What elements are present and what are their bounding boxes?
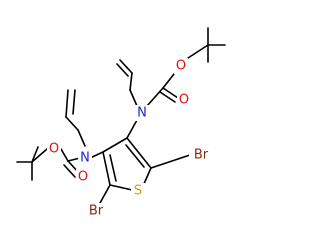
atom-labels: N N O O O O S Br — [47, 58, 213, 219]
label-background — [189, 147, 213, 163]
nitrogen-label-lower: N — [80, 151, 90, 166]
label-background — [78, 150, 92, 166]
oxygen-label-carbonyl-lower: O — [78, 170, 88, 185]
chemical-structure: N N O O O O S Br — [16, 27, 226, 219]
bond-upper-allyl-double — [116, 63, 129, 77]
oxygen-label-ester-lower: O — [49, 142, 59, 157]
label-background — [177, 92, 191, 108]
bond-lower-allyl-double — [72, 89, 76, 115]
atom-n-lower: N — [78, 150, 92, 166]
atom-n-upper: N — [135, 105, 149, 121]
bond-tbu-upper-to-oxygen — [187, 44, 209, 59]
label-background — [135, 105, 149, 121]
bond-lower-allyl-ch-ch2 — [65, 89, 69, 118]
bond-upper-n-to-ring — [126, 119, 138, 139]
bond-ring-c5-c4-inner — [109, 154, 117, 182]
bond-lower-carbonyl-double-2 — [63, 164, 76, 178]
bond-ring-s-c5 — [109, 184, 133, 191]
atom-o-ester-upper: O — [174, 58, 188, 74]
bond-c5-to-br — [99, 184, 111, 204]
bond-lower-allyl-ch2-ch — [65, 116, 79, 131]
label-background — [47, 141, 61, 157]
bonds — [16, 27, 226, 204]
bromine-label-left: Br — [89, 204, 104, 219]
bond-ring-c3-c4 — [102, 137, 128, 153]
bond-ring-c3-c2-inner — [125, 144, 145, 168]
atom-o-carbonyl-lower: O — [76, 169, 90, 185]
bond-lower-oester-to-tbu — [31, 148, 48, 163]
label-background — [174, 58, 188, 74]
label-background — [131, 183, 145, 199]
atom-s-ring: S — [131, 183, 145, 199]
atom-br-right: Br — [189, 147, 213, 163]
bond-upper-carbonyl-double-1 — [162, 87, 179, 99]
bond-upper-allyl-ch2-ch — [129, 72, 133, 91]
atom-o-ester-lower: O — [47, 141, 61, 157]
atom-br-left: Br — [84, 203, 108, 219]
bond-upper-carbonyl-double-2 — [159, 91, 176, 103]
bond-upper-carbonyl-to-nitrogen — [146, 87, 164, 107]
label-background — [84, 203, 108, 219]
oxygen-label-ester-upper: O — [176, 59, 186, 74]
bond-upper-oester-to-carbonyl — [162, 73, 175, 89]
bond-lower-n-to-allyl — [77, 129, 86, 147]
bond-upper-n-to-allyl — [129, 89, 138, 107]
nitrogen-label-upper: N — [137, 106, 147, 121]
oxygen-label-carbonyl-upper: O — [179, 93, 189, 108]
bond-ring-c3-c2 — [126, 137, 152, 169]
bond-c2-to-br — [150, 154, 191, 169]
bond-ring-c5-c4 — [102, 151, 111, 186]
bond-upper-allyl-ch-ch2 — [119, 59, 133, 74]
bond-lower-carbonyl-to-oester — [60, 148, 69, 162]
bond-ring-to-lower-n — [89, 151, 104, 159]
bond-tbu-lower-methyl-3 — [31, 146, 39, 163]
sulfur-label: S — [134, 184, 142, 199]
label-background — [76, 169, 90, 185]
atom-o-carbonyl-upper: O — [177, 92, 191, 108]
bromine-label-right: Br — [194, 148, 209, 163]
